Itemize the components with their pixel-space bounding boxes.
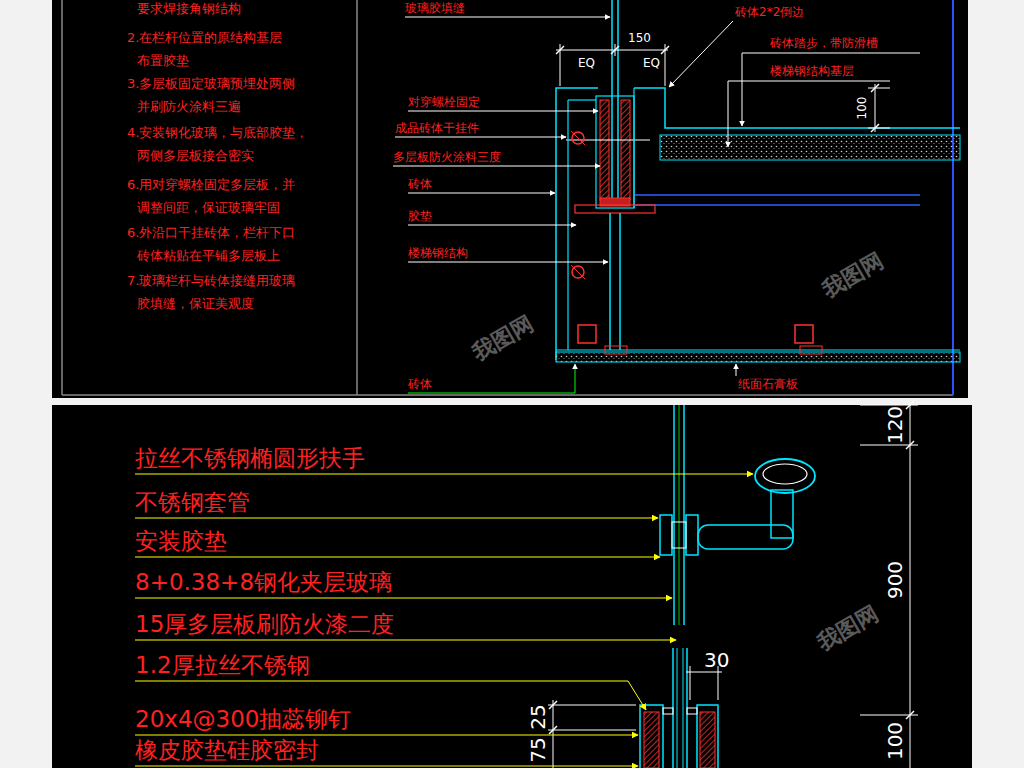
callout-label: 不锈钢套管 <box>135 489 250 517</box>
callout-label: 砖体 <box>408 177 432 191</box>
dimension-text: 30 <box>704 648 729 672</box>
dimension-text: 120 <box>883 406 907 444</box>
callout-label: 玻璃胶填缝 <box>405 1 465 15</box>
watermark: 我图网 <box>818 247 888 303</box>
callout-label: 多层板防火涂料三度 <box>393 150 501 164</box>
dimension-text: 75 <box>526 737 550 762</box>
dimension-text: 900 <box>883 561 907 599</box>
callout-label: 楼梯钢结构 <box>408 246 468 260</box>
callout-label: 纸面石膏板 <box>738 377 798 391</box>
note-text: 要求焊接角钢结构 <box>137 1 241 17</box>
dimension-text: EQ <box>643 56 660 70</box>
note-text: 6.外沿口干挂砖体，栏杆下口 砖体粘贴在平铺多层板上 <box>127 221 327 267</box>
callout-label: 安装胶垫 <box>135 528 227 556</box>
bottom-panel <box>52 401 972 768</box>
callout-label: 楼梯钢结构基层 <box>770 64 854 78</box>
note-text: 2.在栏杆位置的原结构基层 布置胶垫 <box>127 26 327 72</box>
callout-label: 8+0.38+8钢化夹层玻璃 <box>135 569 392 597</box>
note-text: 3.多层板固定玻璃预埋处两侧 并刷防火涂料三遍 <box>127 72 327 118</box>
dimension-text: 100 <box>855 97 869 120</box>
callout-label: 对穿螺栓固定 <box>408 95 480 109</box>
dimension-text: 100 <box>883 722 907 760</box>
callout-label: 砖体踏步，带防滑槽 <box>770 36 878 50</box>
callout-label: 橡皮胶垫硅胶密封 <box>135 737 319 765</box>
watermark: 我图网 <box>813 600 883 656</box>
callout-label: 拉丝不锈钢椭圆形扶手 <box>135 445 365 473</box>
note-text: 6.用对穿螺栓固定多层板，并 调整间距，保证玻璃牢固 <box>127 173 327 219</box>
dimension-text: 150 <box>628 31 651 45</box>
top-panel <box>52 0 968 398</box>
callout-label: 胶垫 <box>408 209 432 223</box>
callout-label: 15厚多层板刷防火漆二度 <box>135 611 394 639</box>
dimension-text: 25 <box>526 704 550 729</box>
callout-label: 1.2厚拉丝不锈钢 <box>135 652 310 680</box>
watermark: 我图网 <box>468 310 538 366</box>
note-text: 7.玻璃栏杆与砖体接缝用玻璃 胶填缝，保证美观度 <box>127 269 327 315</box>
callout-label: 20x4@300抽蕊铆钉 <box>135 706 351 734</box>
callout-label: 砖体2*2倒边 <box>735 5 804 19</box>
callout-label: 砖体 <box>408 377 432 391</box>
callout-label: 成品砖体干挂件 <box>395 121 479 135</box>
dimension-text: EQ <box>578 56 595 70</box>
note-text: 4.安装钢化玻璃，与底部胶垫， 两侧多层板接合密实 <box>127 121 327 167</box>
